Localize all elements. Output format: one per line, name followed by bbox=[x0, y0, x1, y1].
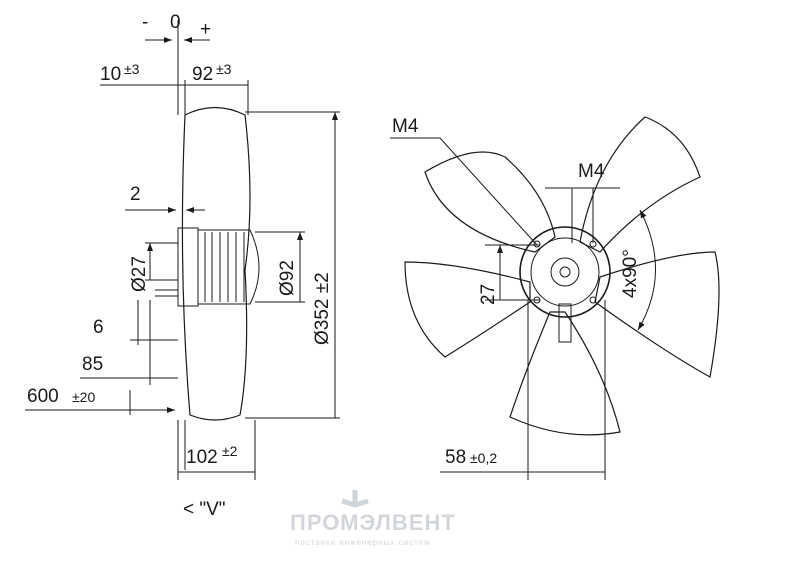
dimension-label: - bbox=[142, 12, 148, 33]
dimension-label: 2 bbox=[130, 184, 141, 205]
dimension-label: 6 bbox=[93, 317, 104, 338]
watermark-tagline: поставки инженерных систем bbox=[295, 538, 431, 547]
watermark-logo: ПРОМЭЛВЕНТ поставки инженерных систем bbox=[290, 490, 456, 547]
dimension-label: 85 bbox=[82, 354, 103, 375]
cable-gland bbox=[558, 303, 572, 343]
dimension-label: Ø27 bbox=[129, 256, 150, 292]
dimension-label: 600 bbox=[27, 386, 59, 407]
blade-profile bbox=[181, 106, 251, 421]
drawing-line bbox=[440, 300, 606, 480]
drawing-line bbox=[255, 232, 305, 303]
fan-blade bbox=[404, 261, 531, 358]
dimension-label: M4 bbox=[392, 116, 419, 137]
drawing-line bbox=[129, 390, 186, 470]
dimension-label: 0 bbox=[170, 12, 181, 33]
front-view: M4 M4 27 4x90° 58±0,2 bbox=[390, 116, 720, 480]
dimension-label: ±0,2 bbox=[470, 450, 497, 466]
fan-blade bbox=[579, 116, 701, 253]
drawing-line bbox=[550, 257, 580, 287]
drawing-line bbox=[589, 296, 597, 304]
drawing-line bbox=[245, 112, 340, 419]
dimension-label: 58 bbox=[445, 447, 466, 468]
fan-blade bbox=[509, 311, 621, 436]
drawing-line bbox=[145, 243, 178, 281]
dimension-label: ±3 bbox=[124, 61, 140, 77]
watermark-symbol bbox=[341, 490, 369, 508]
dimension-label: ±3 bbox=[216, 61, 232, 77]
dimension-label: 4x90° bbox=[620, 249, 641, 298]
dimension-label: Ø92 bbox=[277, 260, 298, 296]
dimension-label: ±20 bbox=[72, 389, 95, 405]
drawing-line bbox=[533, 240, 541, 248]
drawing-line bbox=[545, 187, 620, 243]
dimension-label: 10 bbox=[100, 64, 121, 85]
drawing-line bbox=[404, 116, 720, 436]
drawing-line bbox=[204, 232, 245, 302]
dimension-label: 102 bbox=[186, 447, 218, 468]
drawing-line bbox=[177, 420, 256, 480]
drawing-line bbox=[559, 266, 571, 278]
watermark-name: ПРОМЭЛВЕНТ bbox=[290, 510, 456, 535]
dimension-label: 27 bbox=[478, 284, 499, 305]
fan-blade bbox=[594, 251, 720, 378]
side-view: - 0 + 10±3 92±3 2 Ø27 Ø92 Ø352 ±2 6 85 6… bbox=[25, 12, 340, 520]
dimension-label: 92 bbox=[192, 64, 213, 85]
motor-rotor bbox=[197, 229, 260, 305]
drawing-line bbox=[390, 137, 538, 246]
dimension-label: Ø352 ±2 bbox=[312, 272, 333, 345]
drawing-line bbox=[155, 289, 178, 297]
dimension-label: ±2 bbox=[222, 443, 238, 459]
drawing-line bbox=[530, 237, 600, 307]
drawing-line bbox=[100, 80, 249, 115]
motor-hub bbox=[519, 226, 611, 318]
drawing-line bbox=[485, 245, 540, 301]
drawing-line bbox=[637, 209, 656, 331]
fan-blade bbox=[424, 151, 556, 253]
dimension-label: < "V" bbox=[183, 499, 226, 520]
dimension-label: M4 bbox=[578, 161, 605, 182]
drawing-line bbox=[130, 300, 178, 385]
dimension-label: + bbox=[200, 19, 211, 40]
